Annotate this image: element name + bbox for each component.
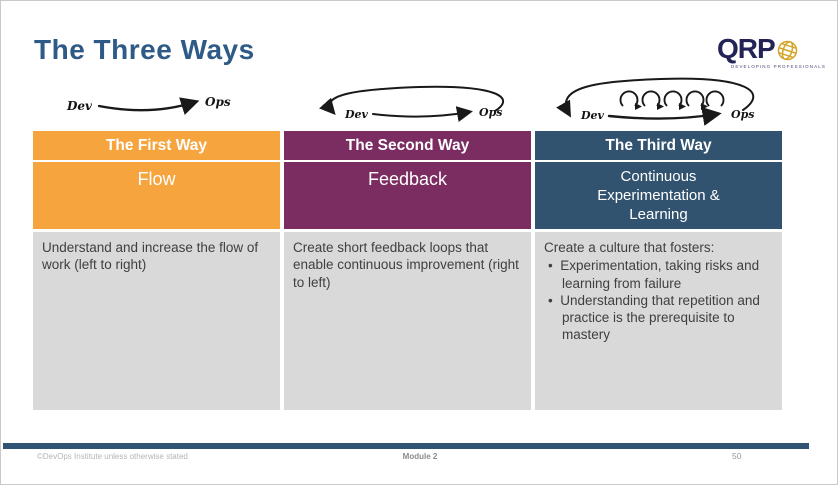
footer-copyright: ©DevOps Institute unless otherwise state… xyxy=(37,452,188,461)
footer-module-label: Module 2 xyxy=(402,452,438,461)
column-first-way: The First Way Flow Understand and increa… xyxy=(33,131,280,410)
three-ways-table: The First Way Flow Understand and increa… xyxy=(33,131,782,410)
feedback-loop-arrow xyxy=(319,85,505,115)
bullet-item: Understanding that repetition and practi… xyxy=(548,292,773,344)
second-way-subtitle: Feedback xyxy=(284,162,531,229)
second-way-subtitle-text: Feedback xyxy=(367,169,448,189)
second-way-description: Create short feedback loops that enable … xyxy=(284,232,531,410)
column-third-way: The Third Way Continuous Experimentation… xyxy=(535,131,782,410)
iteration-loops xyxy=(619,90,725,107)
first-way-description-text: Understand and increase the flow of work… xyxy=(42,240,259,273)
dev-label: Dev xyxy=(344,108,369,121)
ops-label: Ops xyxy=(205,95,231,109)
second-way-feedback-diagram: Dev Ops xyxy=(319,85,505,122)
first-way-header: The First Way xyxy=(33,131,280,160)
second-way-description-text: Create short feedback loops that enable … xyxy=(293,240,519,290)
ops-label: Ops xyxy=(479,106,502,119)
dev-label: Dev xyxy=(580,109,605,122)
second-way-header: The Second Way xyxy=(284,131,531,160)
first-way-description: Understand and increase the flow of work… xyxy=(33,232,280,410)
third-way-bullet-list: Experimentation, taking risks and learni… xyxy=(548,257,773,343)
third-way-description-intro: Create a culture that fosters: xyxy=(544,240,715,255)
third-way-loops-diagram: Dev Ops xyxy=(556,77,755,126)
ops-label: Ops xyxy=(731,108,754,121)
column-second-way: The Second Way Feedback Create short fee… xyxy=(284,131,531,410)
footer-bar xyxy=(3,443,809,449)
qrp-logo: QRP DEVELOPING PROFESSIONALS xyxy=(717,35,829,70)
qrp-logo-row: QRP xyxy=(717,35,829,63)
third-way-subtitle-text: Continuous Experimentation & Learning xyxy=(597,168,720,223)
flow-arrow xyxy=(97,97,200,115)
page-title: The Three Ways xyxy=(34,34,255,65)
first-way-flow-diagram: Dev Ops xyxy=(66,95,231,115)
third-way-subtitle: Continuous Experimentation & Learning xyxy=(535,162,782,229)
globe-icon xyxy=(777,40,797,60)
third-way-header: The Third Way xyxy=(535,131,782,160)
flow-arrow xyxy=(372,106,473,122)
third-way-description: Create a culture that fosters: Experimen… xyxy=(535,232,782,410)
qrp-logo-text: QRP xyxy=(717,33,776,64)
qrp-logo-tagline: DEVELOPING PROFESSIONALS xyxy=(731,64,826,69)
first-way-subtitle-text: Flow xyxy=(137,169,176,189)
first-way-subtitle: Flow xyxy=(33,162,280,229)
dev-label: Dev xyxy=(66,99,93,113)
iteration-arrowheads xyxy=(635,103,708,110)
feedback-loop-arrow xyxy=(556,77,755,118)
flow-arrow xyxy=(607,106,722,126)
bullet-item: Experimentation, taking risks and learni… xyxy=(548,257,773,292)
footer-page-number: 50 xyxy=(732,451,742,461)
